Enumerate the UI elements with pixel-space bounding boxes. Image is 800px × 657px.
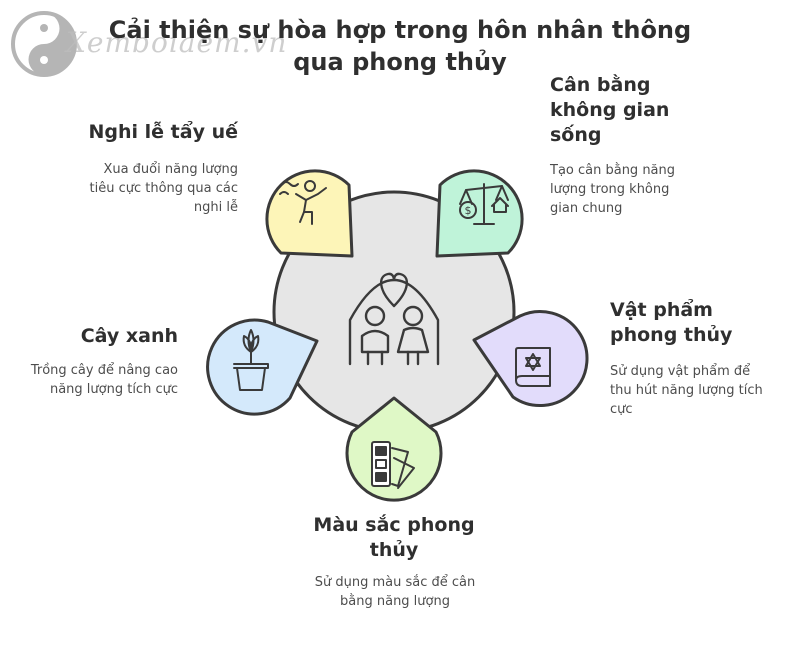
svg-text:$: $ bbox=[465, 204, 472, 217]
book-star-icon bbox=[515, 347, 551, 387]
watermark-text: Xemboiaem.vn bbox=[66, 26, 288, 59]
ritual-dancer-icon bbox=[279, 180, 327, 225]
scale-house-icon: $ bbox=[459, 183, 509, 225]
node-balance-label: Cân bằng không gian sống bbox=[550, 74, 670, 146]
node-colors-label: Màu sắc phong thủy bbox=[313, 514, 475, 561]
couple-heart-icon bbox=[348, 272, 440, 366]
node-purify-label: Nghi lễ tẩy uế bbox=[88, 121, 239, 143]
node-balance-shape bbox=[435, 169, 524, 258]
yin-yang-logo bbox=[11, 11, 77, 77]
node-plants-desc: Trồng cây để nâng cao năng lượng tích cự… bbox=[30, 363, 178, 397]
node-purify-desc: Xua đuổi năng lượng tiêu cực thông qua c… bbox=[89, 162, 238, 215]
node-purify-shape bbox=[265, 169, 354, 258]
node-colors-desc: Sử dụng màu sắc để cân bằng năng lượng bbox=[314, 575, 476, 609]
node-items-desc: Sử dụng vật phẩm để thu hút năng lượng t… bbox=[610, 364, 763, 417]
color-swatch-icon bbox=[371, 441, 415, 489]
node-items-label: Vật phẩm phong thủy bbox=[610, 299, 733, 346]
node-balance-desc: Tạo cân bằng năng lượng trong không gian… bbox=[550, 163, 676, 216]
potted-plant-icon bbox=[233, 329, 269, 391]
page-title: Cải thiện sự hòa hợp trong hôn nhân thôn… bbox=[108, 16, 692, 76]
node-plants-label: Cây xanh bbox=[80, 325, 178, 347]
